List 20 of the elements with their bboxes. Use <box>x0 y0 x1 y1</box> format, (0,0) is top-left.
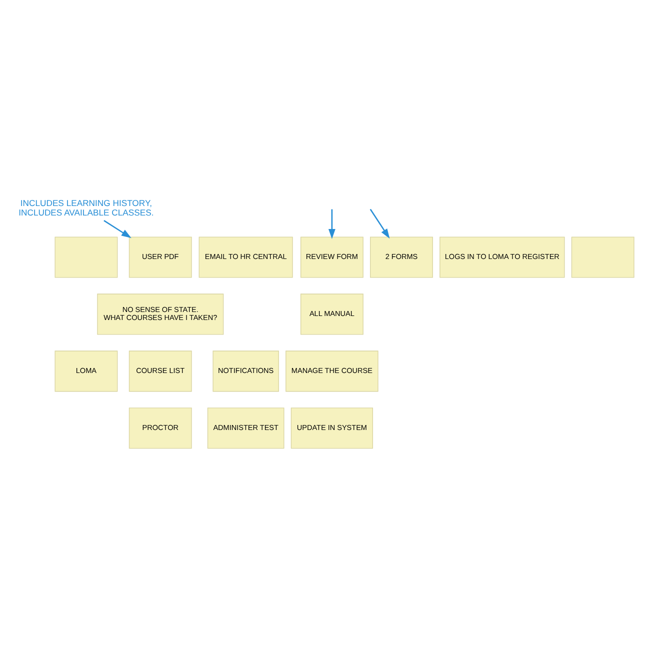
arrow <box>328 209 336 239</box>
node-box: NOTIFICATIONS <box>212 350 279 392</box>
node-box: LOGS IN TO LOMA TO REGISTER <box>440 236 565 278</box>
node-box: LOMA <box>54 350 118 392</box>
node-box <box>54 236 118 278</box>
node-box: COURSE LIST <box>128 350 192 392</box>
node-box: EMAIL TO HR CENTRAL <box>198 236 293 278</box>
arrow <box>104 220 132 238</box>
node-box: ADMINISTER TEST <box>207 408 284 449</box>
node-box: PROCTOR <box>128 408 192 449</box>
node-box: MANAGE THE COURSE <box>286 350 378 392</box>
node-box: REVIEW FORM <box>300 236 364 278</box>
node-box: USER PDF <box>128 236 192 278</box>
arrow <box>370 208 390 239</box>
node-box: 2 FORMS <box>370 236 433 278</box>
node-box: NO SENSE OF STATE. WHAT COURSES HAVE I TAKEN? <box>97 294 224 335</box>
node-text: INCLUDES LEARNING HISTORY, INCLUDES AVAILABLE CLASSES. <box>18 198 154 218</box>
node-box: UPDATE IN SYSTEM <box>290 408 373 449</box>
node-box <box>571 236 634 278</box>
node-box: ALL MANUAL <box>300 294 364 335</box>
